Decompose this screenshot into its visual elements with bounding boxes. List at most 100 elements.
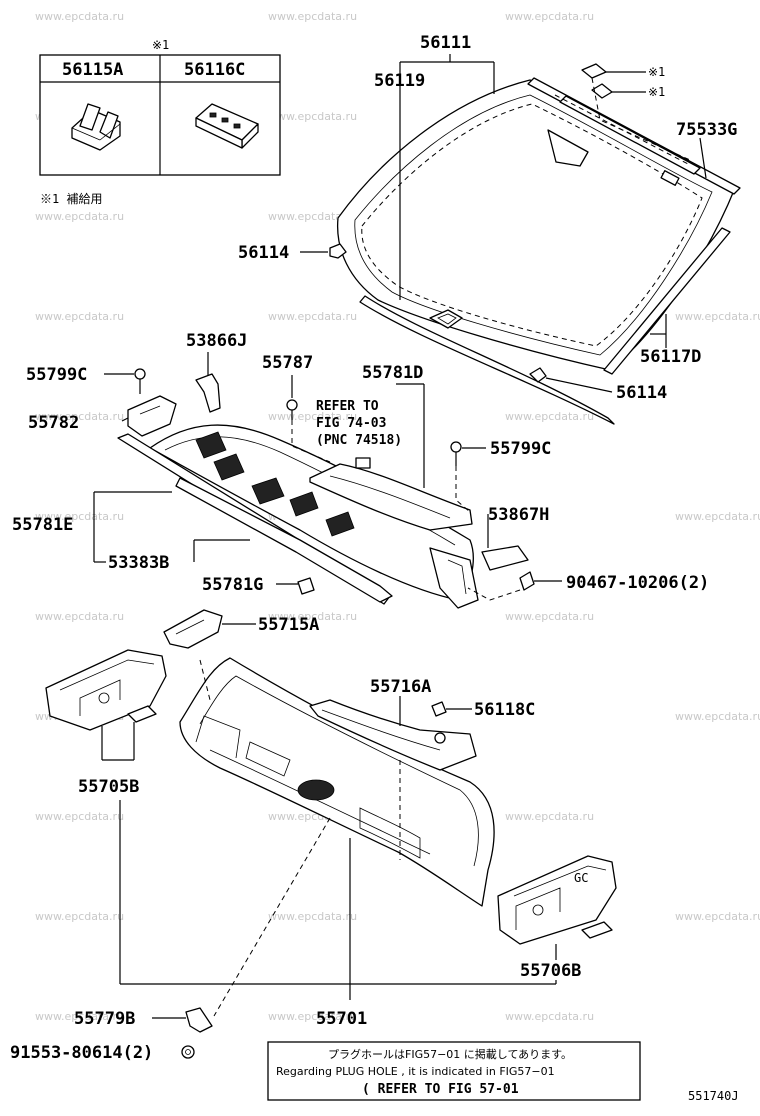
supply-col1-label: 56115A <box>62 60 123 80</box>
callout-55781e: 55781E <box>12 515 73 535</box>
bracket-55779b <box>152 1007 213 1033</box>
refer-block: REFER TO FIG 74-03 (PNC 74518) <box>316 399 402 448</box>
watermark: www.epcdata.ru <box>675 710 760 723</box>
bolt-91553 <box>181 1045 195 1059</box>
watermark: www.epcdata.ru <box>35 10 124 23</box>
watermark: www.epcdata.ru <box>268 10 357 23</box>
clip-56118c <box>431 701 472 717</box>
refer-line-2: FIG 74-03 <box>316 416 386 431</box>
watermark: www.epcdata.ru <box>675 510 760 523</box>
watermark: www.epcdata.ru <box>268 310 357 323</box>
bracket-55706b: GC <box>497 855 617 960</box>
callout-55787: 55787 <box>262 353 313 373</box>
watermark: www.epcdata.ru <box>268 910 357 923</box>
watermark: www.epcdata.ru <box>268 410 357 423</box>
refer-line-3: (PNC 74518) <box>316 433 402 448</box>
callout-56117d: 56117D <box>640 347 701 367</box>
louver-grille <box>195 431 355 537</box>
leader-lines-cowl <box>93 491 250 563</box>
watermark: www.epcdata.ru <box>35 810 124 823</box>
figure-id: 551740J <box>688 1089 739 1103</box>
clip-55781g <box>276 577 315 595</box>
callout-55705b: 55705B <box>78 777 139 797</box>
bracket-55715a <box>163 609 256 649</box>
watermark: www.epcdata.ru <box>268 110 357 123</box>
bracket-53867h <box>481 514 529 571</box>
callout-55779b: 55779B <box>74 1009 135 1029</box>
callout-75533g: 75533G <box>676 120 737 140</box>
watermark: www.epcdata.ru <box>35 1010 124 1023</box>
watermark: www.epcdata.ru <box>505 10 594 23</box>
supply-footnote: ※1 補給用 <box>40 192 102 206</box>
watermark: www.epcdata.ru <box>505 610 594 623</box>
callout-56114-top: 56114 <box>238 243 289 263</box>
callout-56114-bottom: 56114 <box>616 383 667 403</box>
callout-90467: 90467-10206(2) <box>566 573 709 593</box>
callout-55706b: 55706B <box>520 961 581 981</box>
callout-56111: 56111 <box>420 33 471 53</box>
watermark: www.epcdata.ru <box>505 1010 594 1023</box>
clip-56114-top <box>300 243 347 259</box>
supply-marker: ※1 <box>152 38 169 52</box>
plug-note-japanese: プラグホールはFIG57−01 に掲載してあります。 <box>328 1047 572 1061</box>
callout-56118c: 56118C <box>474 700 535 720</box>
seal-strip-bottom <box>359 295 615 425</box>
clip-53866j <box>195 352 221 413</box>
callout-55715a: 55715A <box>258 615 319 635</box>
screw-55787 <box>286 375 331 463</box>
marker-note-1: ※1 <box>648 65 665 79</box>
clip-56116c-drawing <box>195 103 259 149</box>
callout-labels: 56111 56119 75533G ※1 ※1 56114 56117D 56… <box>10 33 737 1063</box>
callout-55781d: 55781D <box>362 363 423 383</box>
watermark: www.epcdata.ru <box>35 410 124 423</box>
panel-55716a <box>309 696 477 771</box>
plug-note-english: Regarding PLUG HOLE , it is indicated in… <box>276 1065 555 1078</box>
plug-hole-note: プラグホールはFIG57−01 に掲載してあります。 Regarding PLU… <box>267 1041 641 1101</box>
watermark: www.epcdata.ru <box>505 810 594 823</box>
watermark: www.epcdata.ru <box>35 210 124 223</box>
plug-note-frame <box>267 1041 641 1101</box>
clip-56114-bottom <box>529 367 613 393</box>
cowl-louver-assembly <box>117 424 479 609</box>
supply-box: ※1 56115A 56116C ※1 補給用 <box>39 38 281 206</box>
bracket-55782 <box>121 395 177 437</box>
watermark: www.epcdata.ru <box>268 610 357 623</box>
watermark: www.epcdata.ru <box>505 410 594 423</box>
leader-lines-windshield <box>399 54 707 348</box>
callout-91553: 91553-80614(2) <box>10 1043 153 1063</box>
callout-53866j: 53866J <box>186 331 247 351</box>
watermark: www.epcdata.ru <box>675 910 760 923</box>
callout-55799c-right: 55799C <box>490 439 551 459</box>
watermark: www.epcdata.ru <box>35 510 124 523</box>
callout-55716a: 55716A <box>370 677 431 697</box>
dashed-relations <box>199 659 401 1017</box>
supply-col2-label: 56116C <box>184 60 245 80</box>
watermark: www.epcdata.ru <box>35 310 124 323</box>
watermark: www.epcdata.ru <box>675 310 760 323</box>
callout-53383b: 53383B <box>108 553 169 573</box>
callout-53867h: 53867H <box>488 505 549 525</box>
callout-55782: 55782 <box>28 413 79 433</box>
watermark: www.epcdata.ru <box>35 610 124 623</box>
callout-55799c-left: 55799C <box>26 365 87 385</box>
screw-55799c-left <box>104 368 146 394</box>
bracket-stamp: GC <box>574 871 588 885</box>
marker-note-2: ※1 <box>648 85 665 99</box>
supply-clips-top-right <box>581 63 691 161</box>
clip-56115a-drawing <box>71 103 121 151</box>
leader-lines-bottom <box>119 800 557 985</box>
watermark: www.epcdata.ru <box>35 910 124 923</box>
panel-55781d <box>309 383 473 531</box>
screw-55799c-right <box>450 441 486 513</box>
bracket-55705b <box>45 649 167 761</box>
watermark: www.epcdata.ru <box>268 1010 357 1023</box>
callout-55701: 55701 <box>316 1009 367 1029</box>
cowl-top-panel-55701 <box>179 657 495 1000</box>
moulding-75533g <box>527 77 741 195</box>
moulding-56117d <box>603 227 731 375</box>
callout-55781g: 55781G <box>202 575 263 595</box>
refer-line-1: REFER TO <box>316 399 379 414</box>
plug-note-refer: ( REFER TO FIG 57-01 <box>362 1082 519 1097</box>
